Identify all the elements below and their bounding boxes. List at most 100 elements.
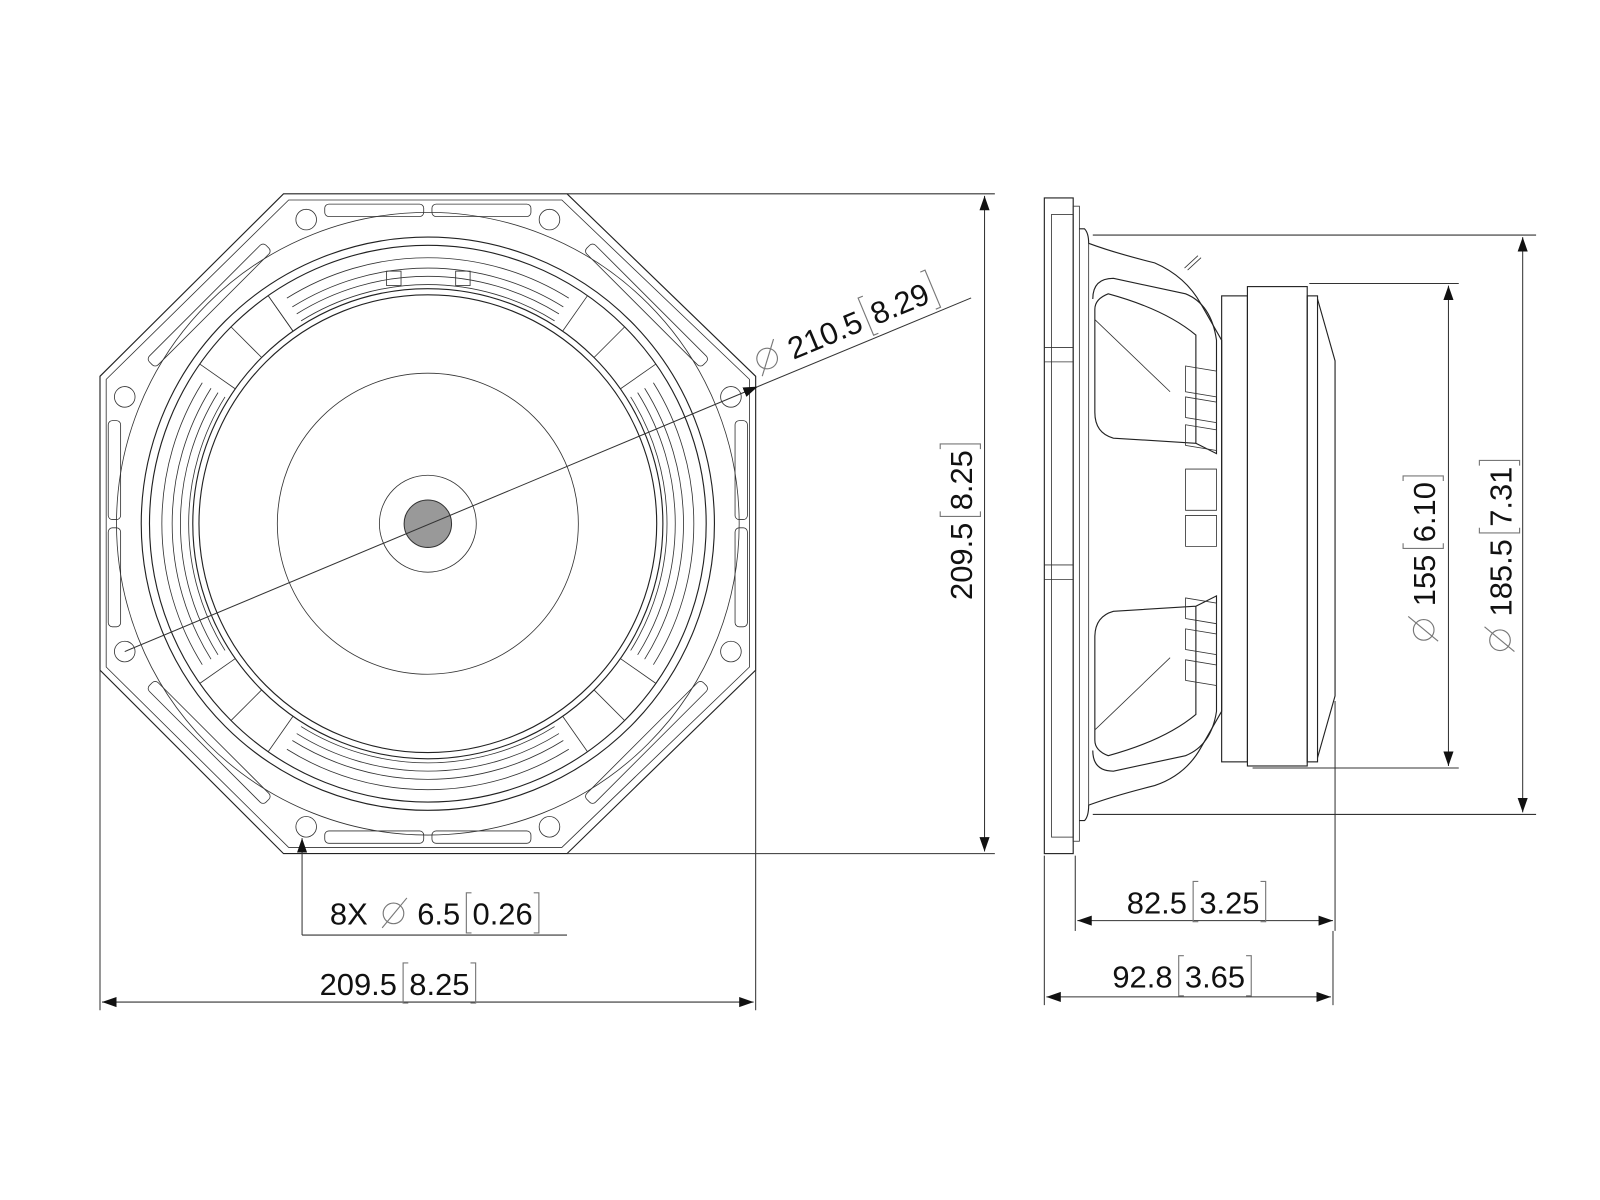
dust-cap xyxy=(378,474,477,573)
vent-mesh xyxy=(403,499,453,548)
basket-spoke xyxy=(620,363,657,390)
inch-bracket xyxy=(939,443,981,518)
basket-diameter-mm: 185.5 xyxy=(1483,539,1518,616)
mounting-hole xyxy=(114,386,136,408)
frame-slot xyxy=(734,527,748,628)
mounting-hole-dimension: 8X 6.5 0.26 xyxy=(330,892,540,934)
side-view: 185.5 7.31 155 6.10 82.5 3.25 92.8 3.65 xyxy=(1043,197,1537,1006)
bolt-circle-in: 8.29 xyxy=(865,276,934,332)
frame-slot xyxy=(107,527,122,628)
body-depth-dimension: 82.5 3.25 xyxy=(1127,880,1267,923)
window-arc xyxy=(292,740,564,780)
window-arc xyxy=(292,267,564,308)
frame-ring xyxy=(116,211,740,836)
mounting-hole xyxy=(720,640,742,663)
frame-slot xyxy=(585,681,708,804)
bolt-circle-dimension: 210.5 8.29 xyxy=(756,269,942,377)
basket-diameter-in: 7.31 xyxy=(1483,467,1518,527)
inch-bracket xyxy=(857,269,942,336)
mounting-hole-in: 0.26 xyxy=(473,897,533,932)
basket-spoke xyxy=(199,658,236,684)
mounting-hole xyxy=(720,386,742,408)
surround-outer xyxy=(192,288,664,760)
width-in: 8.25 xyxy=(409,967,469,1002)
basket-spoke xyxy=(593,689,625,721)
window-arc xyxy=(630,396,668,651)
diameter-symbol-icon xyxy=(381,897,408,929)
basket-spoke xyxy=(562,716,588,752)
overall-depth-in: 3.65 xyxy=(1185,960,1245,995)
magnet-diameter-dimension: 155 6.10 xyxy=(1402,475,1444,642)
frame-slot xyxy=(431,830,532,844)
basket-spoke xyxy=(199,363,236,390)
basket-ring-outer xyxy=(140,236,715,811)
basket-windows xyxy=(161,257,695,791)
mounting-hole xyxy=(538,208,561,231)
height-dimension: 209.5 8.25 xyxy=(939,443,981,600)
diameter-symbol-icon xyxy=(1484,626,1515,652)
window-arc xyxy=(286,748,570,791)
width-mm: 209.5 xyxy=(320,967,397,1002)
body-depth-in: 3.25 xyxy=(1199,885,1259,920)
window-arc xyxy=(171,388,212,660)
mounting-hole xyxy=(538,816,561,838)
window-arc xyxy=(296,275,560,315)
cone-circle xyxy=(276,372,579,675)
window-arc xyxy=(300,726,555,764)
basket-body xyxy=(1079,228,1223,822)
mounting-holes xyxy=(114,208,742,838)
flange xyxy=(1043,197,1074,855)
width-dimension: 209.5 8.25 xyxy=(320,962,477,1004)
bolt-circle-leader xyxy=(124,386,758,653)
frame-slot xyxy=(431,203,532,217)
magnet-diameter-mm: 155 xyxy=(1407,555,1442,607)
mounting-hole xyxy=(295,816,317,838)
inch-bracket xyxy=(402,962,477,1004)
magnet xyxy=(1246,286,1308,767)
window-arc xyxy=(179,392,219,656)
body-depth-mm: 82.5 xyxy=(1127,885,1187,920)
inch-bracket xyxy=(1192,880,1267,923)
mounting-hole-count: 8X xyxy=(330,897,368,932)
frame-slot xyxy=(585,243,708,367)
window-arc xyxy=(296,733,560,772)
basket-ring xyxy=(148,244,707,803)
bolt-circle-mm: 210.5 xyxy=(783,304,868,366)
mounting-hole xyxy=(114,640,136,663)
inch-bracket xyxy=(1478,459,1521,534)
frame-octagon-inner xyxy=(105,199,750,848)
inch-bracket xyxy=(1402,475,1444,549)
basket-spoke xyxy=(267,716,294,752)
mounting-hole xyxy=(295,208,317,231)
top-plate xyxy=(1221,295,1248,763)
front-view: 210.5 8.29 209.5 8.25 209.5 8.25 8X 6.5 … xyxy=(99,193,995,1011)
basket-spoke xyxy=(562,295,588,332)
window-arc xyxy=(653,382,695,665)
basket-spoke xyxy=(230,689,262,721)
frame-slot xyxy=(734,420,748,520)
mounting-hole-mm: 6.5 xyxy=(417,897,460,932)
inch-bracket xyxy=(465,892,540,934)
basket-diameter-dimension: 185.5 7.31 xyxy=(1478,459,1521,652)
frame-slot xyxy=(147,243,271,367)
window-arc xyxy=(286,257,570,299)
pole-back xyxy=(1316,298,1336,758)
inch-bracket xyxy=(1178,955,1252,997)
window-arc xyxy=(637,392,676,656)
window-arc xyxy=(644,388,684,660)
basket-spoke xyxy=(230,326,262,358)
window-arc xyxy=(161,382,203,665)
frame-slot xyxy=(324,830,425,844)
diameter-symbol-icon xyxy=(756,338,779,377)
magnet-diameter-in: 6.10 xyxy=(1407,482,1442,542)
frame-slots xyxy=(107,203,748,844)
overall-depth-mm: 92.8 xyxy=(1112,960,1172,995)
back-plate xyxy=(1306,295,1319,763)
basket-spoke xyxy=(267,295,294,332)
frame-slot xyxy=(147,681,271,804)
frame-slot xyxy=(324,203,425,217)
basket-spoke xyxy=(593,326,625,358)
basket-spoke xyxy=(620,658,657,684)
height-in: 8.25 xyxy=(944,450,979,510)
